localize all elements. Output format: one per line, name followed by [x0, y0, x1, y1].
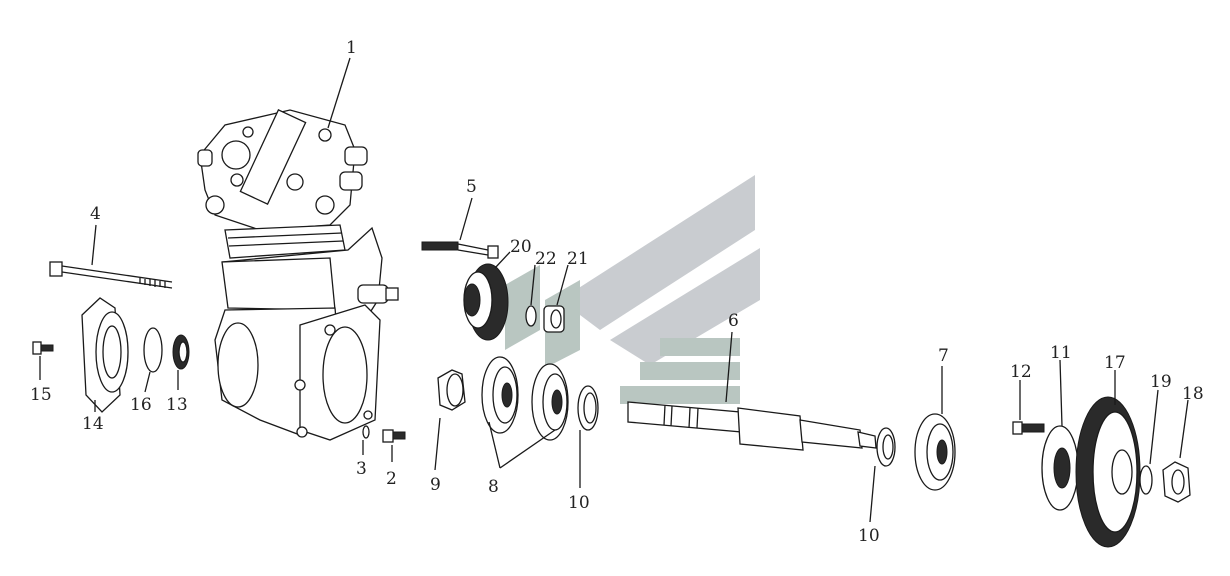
flange-cover: [81, 297, 129, 413]
bearing-pair-8: [481, 356, 569, 441]
long-bolt: [49, 261, 173, 289]
gear-hub-11: [1041, 425, 1079, 511]
callout-21: 21: [567, 249, 589, 269]
spacer-10b: [876, 427, 896, 467]
callout-18: 18: [1182, 384, 1204, 404]
callout-7: 7: [938, 346, 949, 366]
callout-22: 22: [535, 249, 557, 269]
nut-21: [543, 305, 565, 333]
callout-10a: 10: [568, 493, 590, 513]
o-ring: [143, 327, 163, 373]
callout-10b: 10: [858, 526, 880, 546]
small-bolt-15: [32, 341, 54, 355]
small-bolt-2: [382, 429, 406, 443]
leader-lines: [39, 57, 1189, 523]
washer-3: [362, 425, 370, 439]
callout-16: 16: [130, 395, 152, 415]
callout-5: 5: [466, 177, 477, 197]
callout-2: 2: [386, 469, 397, 489]
callout-14: 14: [82, 414, 104, 434]
callout-1: 1: [346, 38, 357, 58]
bolt-5: [421, 241, 499, 259]
callout-17: 17: [1104, 353, 1126, 373]
callout-labels: 1 2 3 4 5 6 7 8 9 10 10 11 12 13 14 15 1…: [30, 38, 1204, 546]
bolt-12: [1012, 421, 1045, 435]
shaft-seal: [172, 334, 190, 370]
washer-19: [1139, 465, 1153, 495]
drive-shaft: [627, 401, 877, 451]
callout-9: 9: [430, 475, 441, 495]
callout-6: 6: [728, 311, 739, 331]
large-gear-17: [1075, 396, 1141, 548]
watermark-logo: [505, 175, 760, 404]
gear-20: [463, 263, 509, 341]
bearing-7: [914, 413, 956, 491]
callout-11: 11: [1050, 343, 1072, 363]
callout-8: 8: [488, 477, 499, 497]
callout-13: 13: [166, 395, 188, 415]
washer-22: [525, 305, 537, 327]
callout-4: 4: [90, 204, 101, 224]
callout-12: 12: [1010, 362, 1032, 382]
callout-3: 3: [356, 459, 367, 479]
callout-15: 15: [30, 385, 52, 405]
nut-18: [1162, 461, 1191, 503]
callout-20: 20: [510, 237, 532, 257]
spacer-10a: [577, 385, 599, 431]
nut-9: [437, 369, 466, 411]
callout-19: 19: [1150, 372, 1172, 392]
compressor-assembly: [197, 109, 399, 441]
